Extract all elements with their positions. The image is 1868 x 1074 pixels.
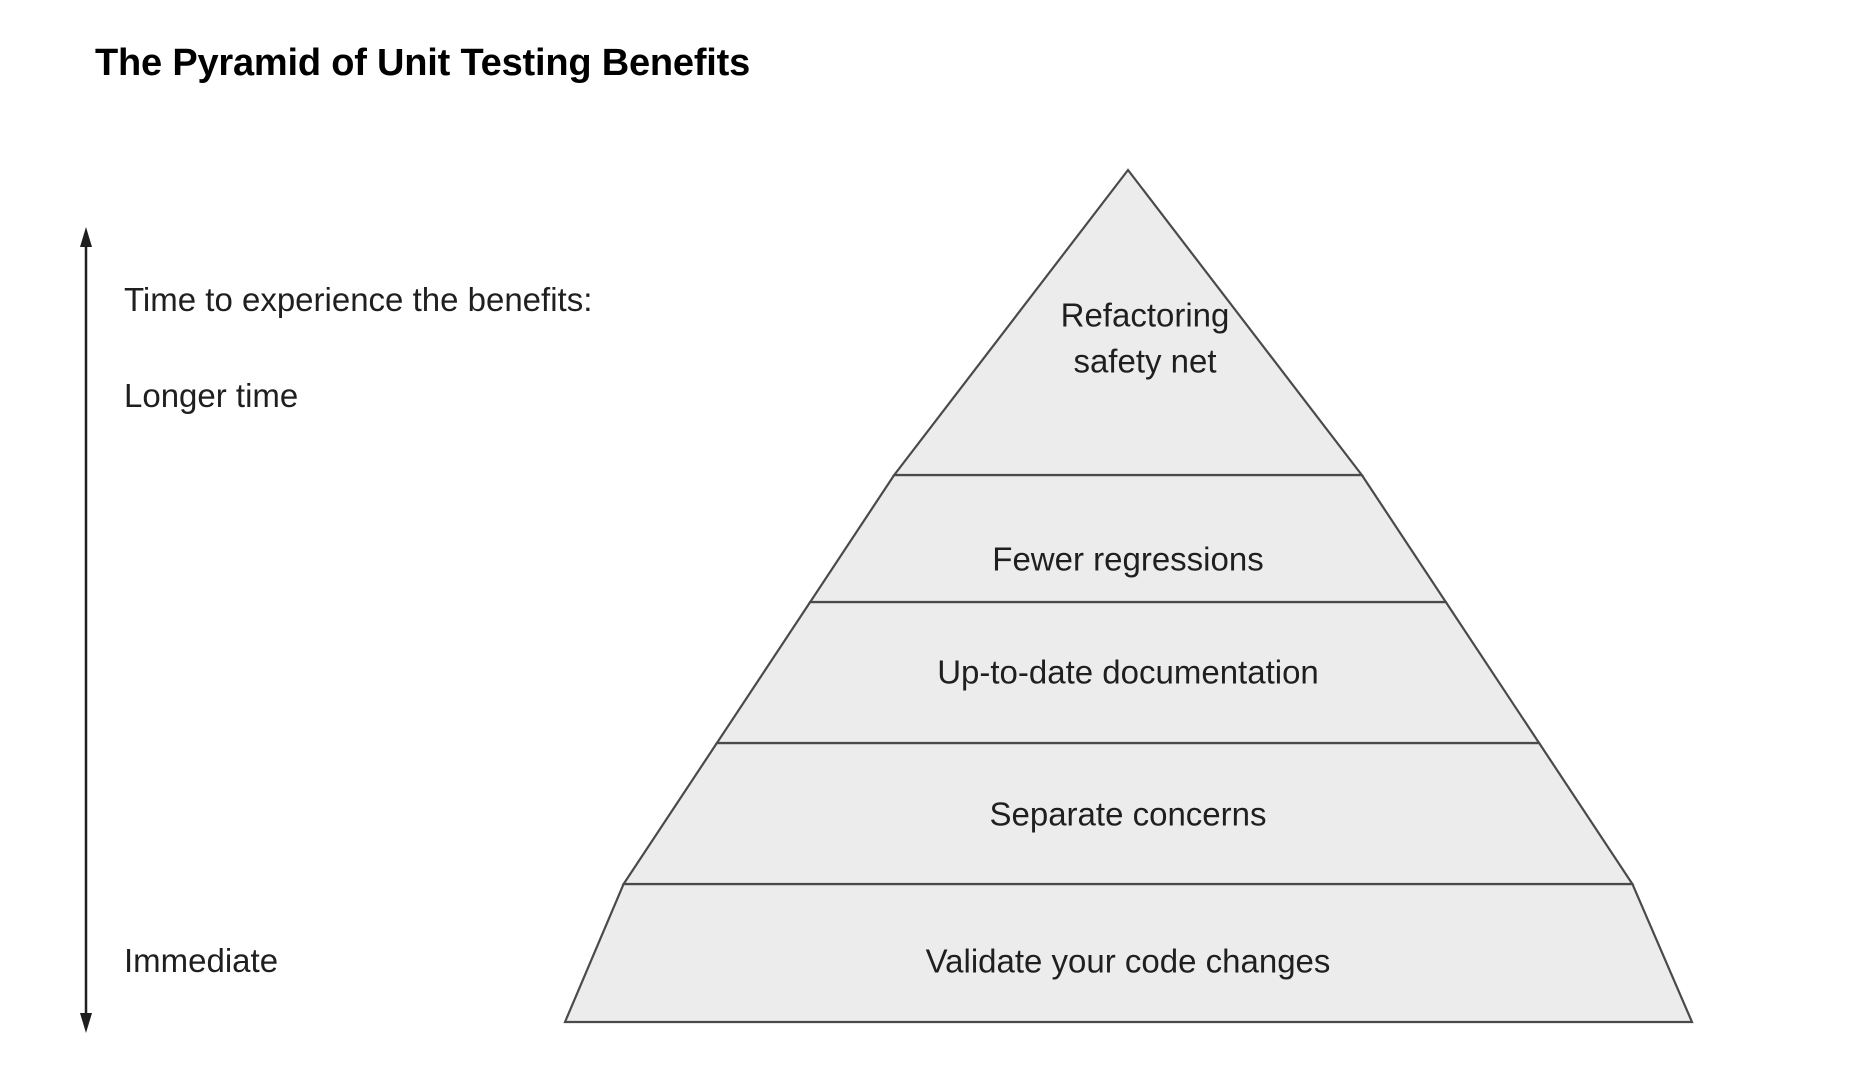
- pyramid-tier-1[interactable]: Refactoring safety net: [891, 168, 1365, 477]
- pyramid-tier-4-label: Separate concerns: [989, 796, 1266, 833]
- pyramid-tier-1-shape: [891, 168, 1365, 477]
- pyramid-tier-1-label-line1: Refactoring: [1061, 297, 1230, 334]
- pyramid-tier-2[interactable]: Fewer regressions: [808, 473, 1448, 604]
- pyramid-tier-4[interactable]: Separate concerns: [621, 741, 1635, 886]
- pyramid-tier-3-label: Up-to-date documentation: [937, 654, 1319, 691]
- axis-caption: Time to experience the benefits:: [124, 281, 593, 318]
- pyramid-tier-2-shape: [808, 473, 1448, 604]
- time-axis-arrow-icon: [80, 227, 92, 1033]
- pyramid-tier-1-label-line2: safety net: [1073, 343, 1216, 380]
- pyramid-tier-2-label: Fewer regressions: [992, 541, 1263, 578]
- axis-label-immediate: Immediate: [124, 942, 279, 979]
- pyramid-tier-5[interactable]: Validate your code changes: [563, 882, 1694, 1024]
- pyramid-tier-5-label: Validate your code changes: [926, 943, 1331, 980]
- axis-label-longer-time: Longer time: [124, 377, 299, 414]
- pyramid-tier-3[interactable]: Up-to-date documentation: [714, 600, 1542, 745]
- page-title: The Pyramid of Unit Testing Benefits: [95, 42, 751, 84]
- benefits-pyramid: Validate your code changes Separate conc…: [563, 168, 1694, 1024]
